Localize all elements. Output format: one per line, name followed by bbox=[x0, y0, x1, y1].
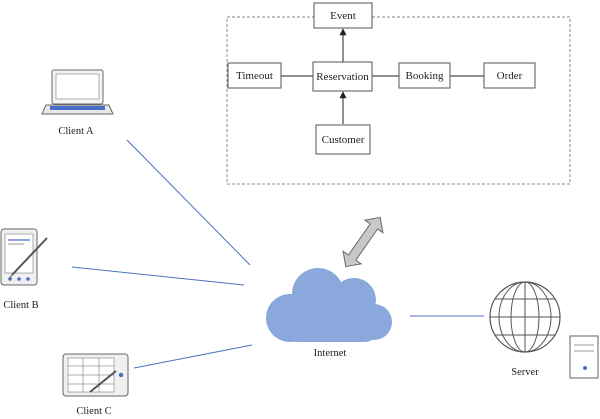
internet-label: Internet bbox=[314, 348, 347, 359]
tablet-stylus-icon bbox=[62, 353, 129, 397]
client-c-label: Client C bbox=[76, 406, 111, 417]
event-box: Event bbox=[313, 2, 373, 29]
client-a-label: Client A bbox=[58, 126, 94, 137]
server-label: Server bbox=[511, 367, 539, 378]
client-b-label: Client B bbox=[3, 300, 38, 311]
client-b-connection bbox=[71, 266, 245, 286]
order-label: Order bbox=[497, 70, 523, 82]
pda-stylus-icon bbox=[0, 228, 48, 286]
timeout-label: Timeout bbox=[236, 70, 273, 82]
timeout-box: Timeout bbox=[227, 62, 282, 89]
reservation-label: Reservation bbox=[316, 71, 369, 83]
booking-label: Booking bbox=[406, 70, 444, 82]
customer-box: Customer bbox=[315, 124, 371, 155]
order-box: Order bbox=[483, 62, 536, 89]
customer-label: Customer bbox=[322, 134, 365, 146]
application-boundary bbox=[226, 16, 571, 185]
cloud-icon bbox=[266, 268, 392, 342]
event-label: Event bbox=[330, 10, 356, 22]
client-a-connection bbox=[126, 139, 251, 266]
globe-server-icon bbox=[489, 281, 599, 379]
laptop-icon bbox=[41, 69, 114, 115]
booking-box: Booking bbox=[398, 62, 451, 89]
client-c-connection bbox=[133, 344, 253, 369]
double-arrow-icon bbox=[342, 216, 384, 268]
reservation-box: Reservation bbox=[312, 61, 373, 92]
